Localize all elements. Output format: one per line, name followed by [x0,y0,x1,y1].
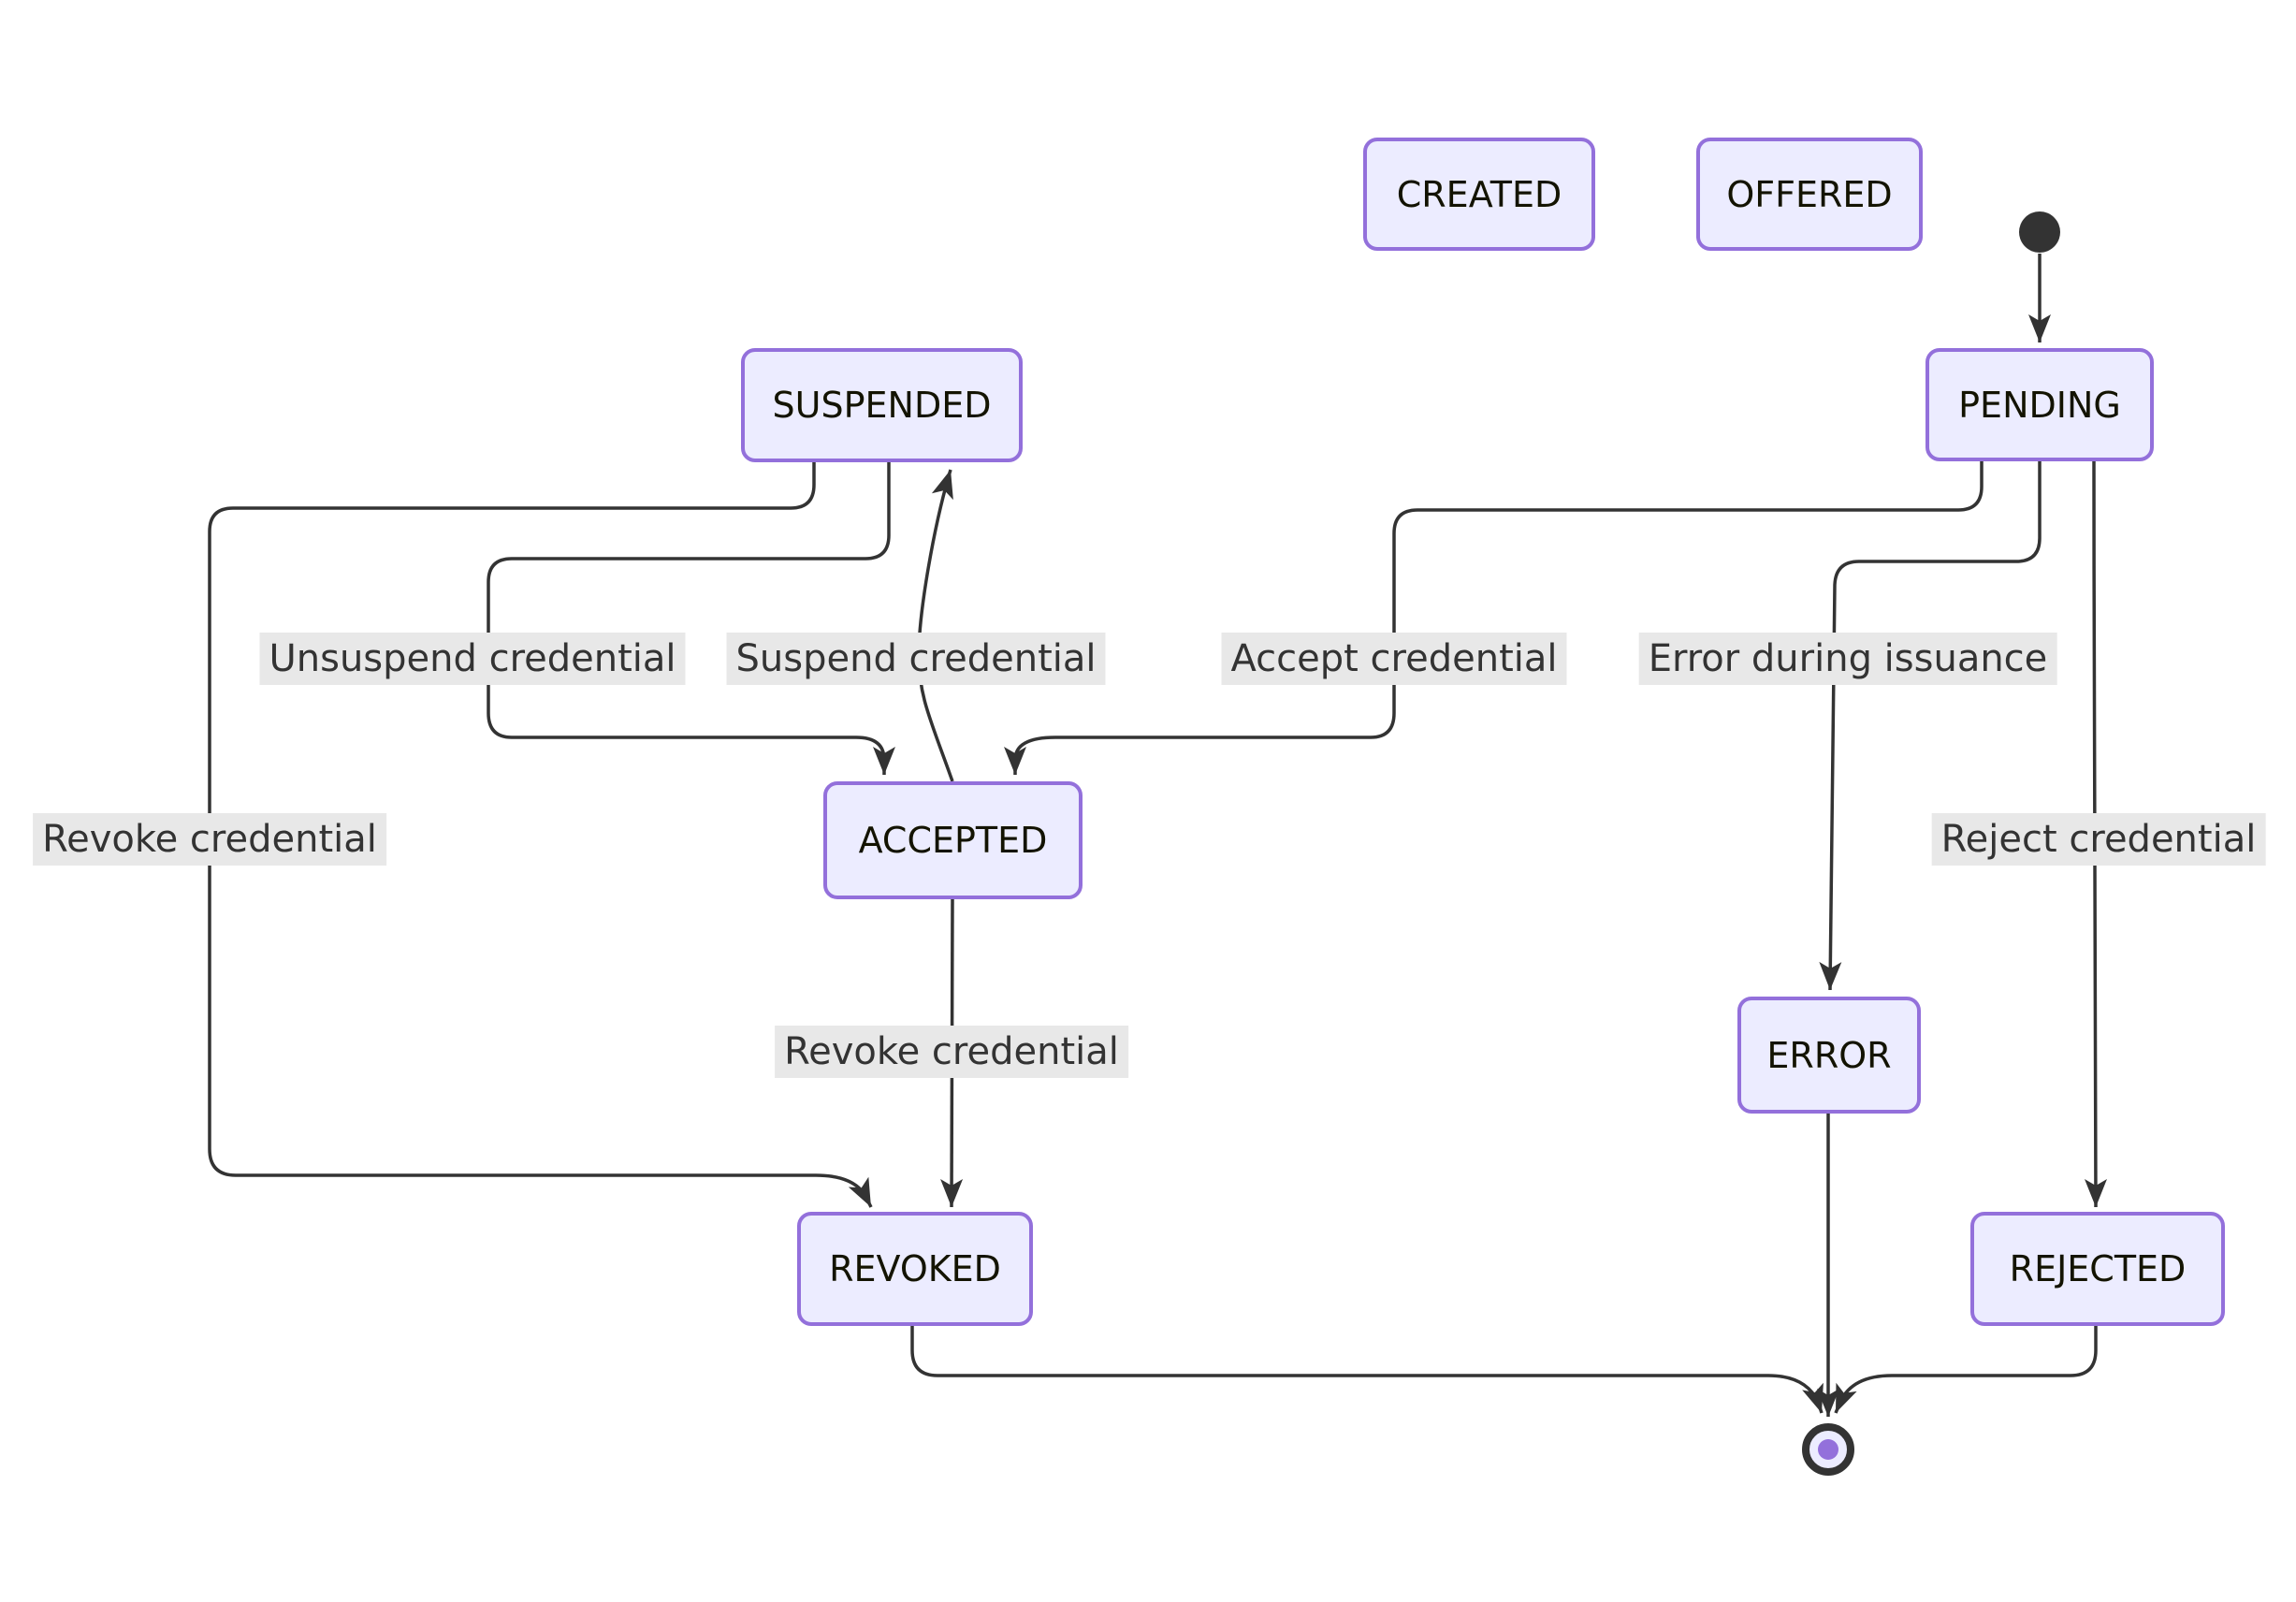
state-created: CREATED [1363,138,1595,251]
state-rejected: REJECTED [1970,1212,2225,1326]
state-suspended: SUSPENDED [741,348,1023,462]
edge-label-accept-credential: Accept credential [1221,633,1567,685]
state-accepted: ACCEPTED [823,781,1083,899]
edge-label-unsuspend-credential: Unsuspend credential [259,633,686,685]
final-state-core [1818,1439,1838,1460]
edge-label-reject-credential: Reject credential [1931,813,2266,866]
edge-rejected-final [1834,1326,2098,1414]
state-error: ERROR [1737,997,1921,1114]
state-offered: OFFERED [1696,138,1923,251]
edge-revoked-final [910,1326,1824,1414]
edge-pending-accepted [1004,461,1984,775]
edge-label-revoke-credential-accepted: Revoke credential [775,1026,1128,1078]
edge-pending-error [1819,461,2042,991]
edge-accepted-suspended [917,469,954,782]
state-pending: PENDING [1925,348,2154,461]
edge-label-suspend-credential: Suspend credential [726,633,1106,685]
final-state-marker [1802,1423,1854,1476]
initial-state-dot [2019,211,2060,253]
edge-label-revoke-credential-suspended: Revoke credential [33,813,386,866]
state-revoked: REVOKED [797,1212,1033,1326]
edge-label-error-during-issuance: Error during issuance [1638,633,2057,685]
